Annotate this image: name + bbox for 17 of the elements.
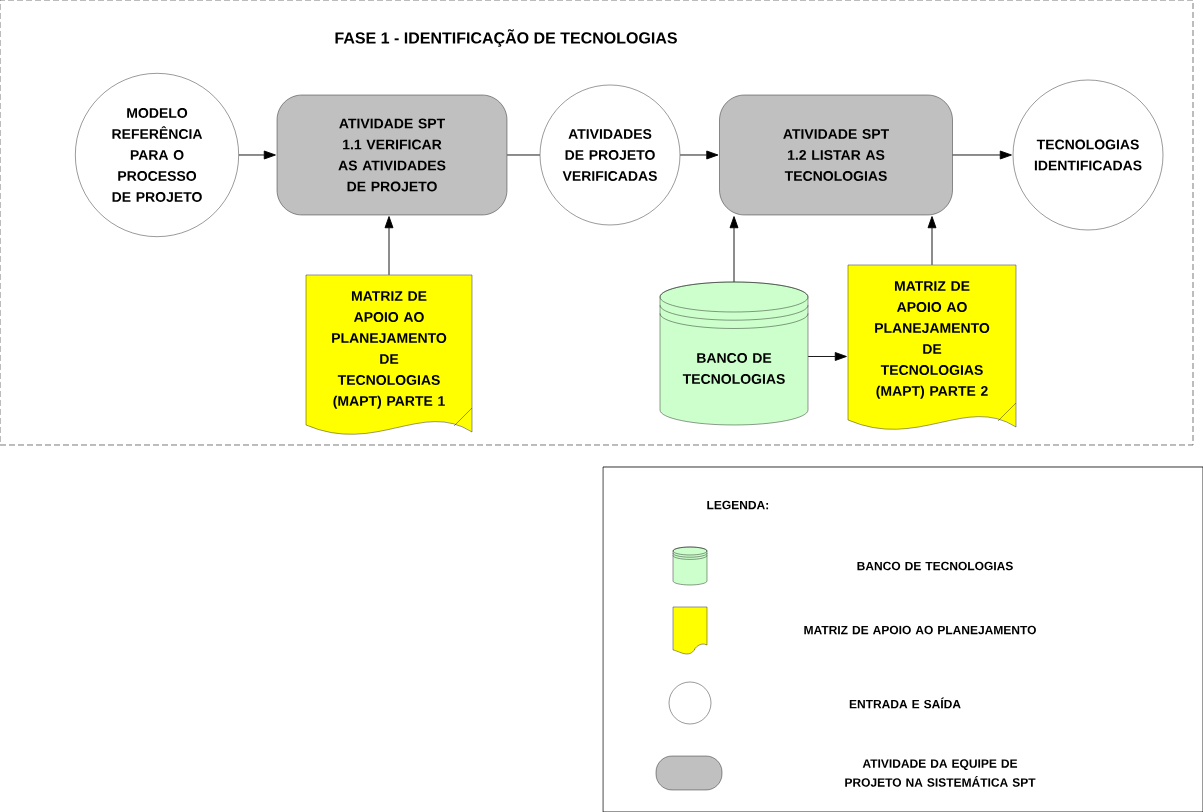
arrow bbox=[679, 150, 719, 160]
arrow bbox=[729, 216, 739, 283]
arrow bbox=[384, 216, 394, 276]
legend-text: ENTRADA E SAÍDA bbox=[849, 697, 961, 709]
legend-text: BANCO DE TECNOLOGIAS bbox=[857, 561, 1013, 571]
database-cylinder: BANCO DE TECNOLOGIAS bbox=[659, 281, 809, 426]
arrow bbox=[238, 150, 276, 160]
legend-text: ATIVIDADE DA EQUIPE DE PROJETO NA SISTEMÁTICA SPT bbox=[845, 759, 1036, 787]
activity-box: ATIVIDADE SPT 1.1 VERIFICAR AS ATIVIDADES DE PROJETO bbox=[276, 94, 508, 216]
dashed-frame bbox=[0, 0, 1194, 446]
arrow bbox=[927, 216, 937, 266]
legend-heading: LEGENDA: bbox=[707, 500, 769, 510]
activity-box: ATIVIDADE SPT 1.2 LISTAR AS TECNOLOGIAS bbox=[719, 94, 953, 216]
legend-text: MATRIZ DE APOIO AO PLANEJAMENTO bbox=[804, 625, 1036, 635]
arrow bbox=[952, 150, 1012, 160]
arrow bbox=[807, 352, 847, 361]
frame-title: FASE 1 - IDENTIFICAÇÃO DE TECNOLOGIAS bbox=[335, 29, 677, 47]
